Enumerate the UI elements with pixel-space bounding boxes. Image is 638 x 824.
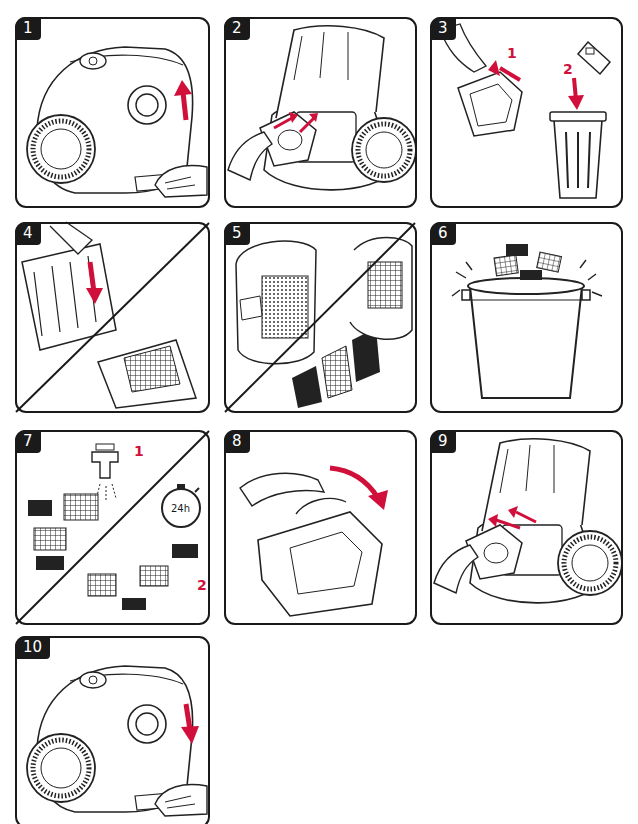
step-number: 5 <box>232 224 242 242</box>
step-panel: 4 <box>15 222 210 413</box>
step-number-tab: 3 <box>430 17 456 40</box>
step-number-tab: 7 <box>15 430 41 453</box>
callout-number: 1 <box>134 444 144 459</box>
step-number-tab: 9 <box>430 430 456 453</box>
callout-number: 2 <box>563 62 573 77</box>
step-panel: 6 <box>430 222 623 413</box>
step-number-tab: 6 <box>430 222 456 245</box>
step-number: 1 <box>23 19 33 37</box>
step-number: 2 <box>232 19 242 37</box>
step-panel: 3 <box>430 17 623 208</box>
step-panel: 1 <box>15 17 210 208</box>
step-panel: 8 <box>224 430 417 625</box>
step-number: 3 <box>438 19 448 37</box>
timer-label: 24h <box>171 503 190 514</box>
step-number-tab: 4 <box>15 222 41 245</box>
callout-number: 2 <box>197 578 207 593</box>
step-number: 7 <box>23 432 33 450</box>
step-number-tab: 2 <box>224 17 250 40</box>
callout-number: 1 <box>507 46 517 61</box>
step-panel: 9 <box>430 430 623 625</box>
step-number: 6 <box>438 224 448 242</box>
step-number: 8 <box>232 432 242 450</box>
step-number: 10 <box>23 638 42 656</box>
step-number-tab: 5 <box>224 222 250 245</box>
step-panel: 2 <box>224 17 417 208</box>
step-panel: 10 <box>15 636 210 824</box>
step-number-tab: 8 <box>224 430 250 453</box>
step-number: 9 <box>438 432 448 450</box>
step-panel: 5 <box>224 222 417 413</box>
step-number: 4 <box>23 224 33 242</box>
step-number-tab: 1 <box>15 17 41 40</box>
step-panel: 7 <box>15 430 210 625</box>
step-number-tab: 10 <box>15 636 50 659</box>
